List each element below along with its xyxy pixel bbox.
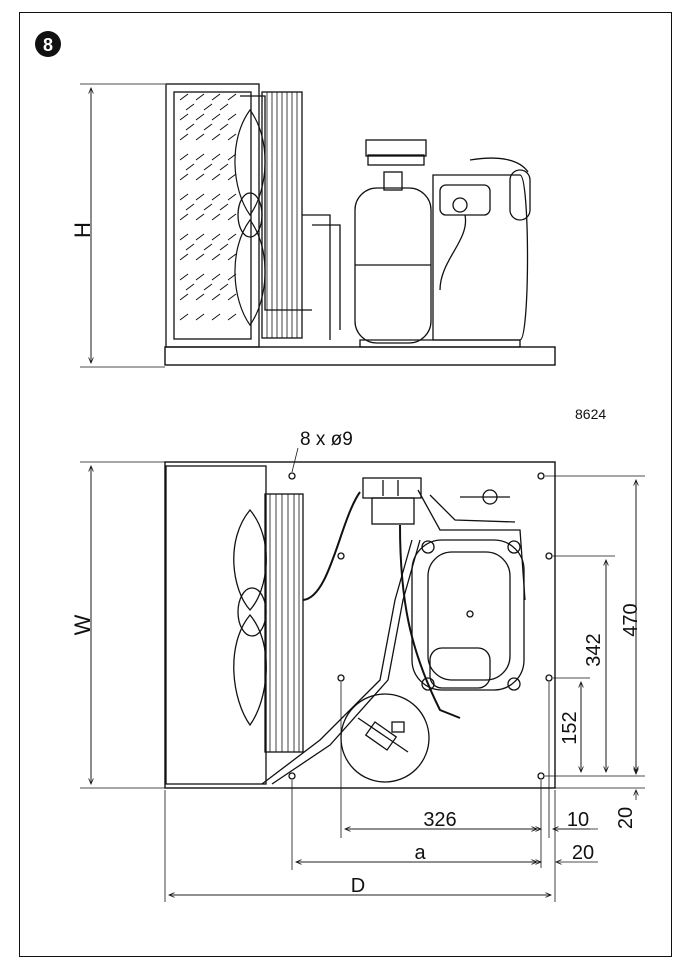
dim-20-bottom: 20 xyxy=(572,842,594,864)
figure-frame xyxy=(19,12,672,957)
side-view xyxy=(80,83,556,368)
height-label: H xyxy=(70,222,95,238)
hole-callout: 8 x ø9 xyxy=(300,429,353,450)
dim-20-right: 20 xyxy=(615,807,637,829)
dim-342: 342 xyxy=(583,633,605,666)
dim-470: 470 xyxy=(620,603,642,636)
figure-number-badge: 8 xyxy=(35,31,61,57)
bottom-dimension-lines xyxy=(164,682,598,902)
dim-D: D xyxy=(351,875,365,897)
right-dimension-lines xyxy=(545,475,645,800)
width-label: W xyxy=(70,614,95,635)
dim-a: a xyxy=(414,842,426,864)
figure-number: 8 xyxy=(43,35,53,55)
dim-326: 326 xyxy=(423,809,456,831)
dim-152: 152 xyxy=(559,711,581,744)
drawing-code: 8624 xyxy=(575,406,606,422)
dim-10: 10 xyxy=(567,809,589,831)
top-view xyxy=(80,461,556,789)
